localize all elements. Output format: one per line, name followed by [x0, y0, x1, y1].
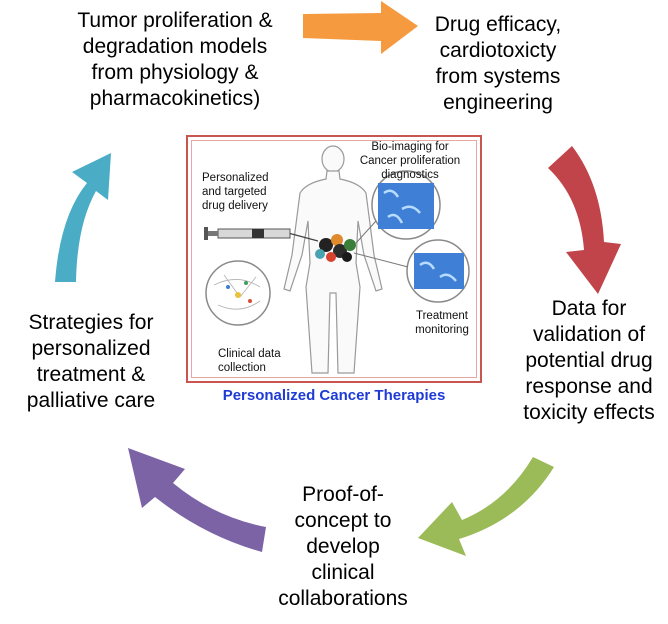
label-drug-delivery-line: and targeted: [202, 186, 267, 198]
node-strategies-line: personalized: [31, 337, 151, 360]
node-validation-data-line: response and: [525, 375, 653, 398]
node-tumor-models: Tumor proliferation & degradation models…: [50, 8, 300, 112]
node-proof-of-concept: Proof-of- concept to develop clinical co…: [268, 482, 418, 612]
label-treatment-monitoring-line: monitoring: [415, 324, 469, 336]
node-drug-efficacy-line: engineering: [443, 91, 553, 114]
body-illustration: [204, 145, 470, 374]
node-validation-data-line: toxicity effects: [523, 401, 655, 424]
node-drug-efficacy-line: from systems: [435, 65, 561, 88]
arrow-data-to-proof-of-concept: [418, 457, 554, 556]
label-clinical-data: Clinical data collection: [218, 347, 281, 375]
node-proof-of-concept-line: concept to: [294, 509, 392, 532]
node-drug-efficacy-line: cardiotoxicty: [439, 39, 557, 62]
arrow-proof-of-concept-to-strategies: [128, 448, 266, 552]
label-treatment-monitoring-line: Treatment: [416, 310, 468, 322]
node-proof-of-concept-line: Proof-of-: [302, 483, 384, 506]
monitoring-image-icon: [414, 253, 464, 289]
center-caption: Personalized Cancer Therapies: [222, 387, 446, 404]
node-proof-of-concept-line: clinical: [311, 561, 375, 584]
label-drug-delivery: Personalized and targeted drug delivery: [202, 171, 268, 213]
label-bio-imaging-line: diagnostics: [381, 169, 439, 181]
label-bio-imaging: Bio-imaging for Cancer proliferation dia…: [348, 140, 472, 182]
center-illustration-frame: Personalized and targeted drug delivery …: [186, 135, 482, 383]
arrow-strategies-to-tumor: [55, 153, 111, 282]
label-drug-delivery-line: drug delivery: [202, 200, 268, 212]
node-tumor-models-line: pharmacokinetics): [89, 87, 261, 110]
node-validation-data: Data for validation of potential drug re…: [512, 296, 666, 426]
label-drug-delivery-line: Personalized: [202, 172, 269, 184]
node-tumor-models-line: degradation models: [82, 35, 268, 58]
node-drug-efficacy: Drug efficacy, cardiotoxicty from system…: [408, 12, 588, 116]
node-tumor-models-line: from physiology &: [91, 61, 259, 84]
node-drug-efficacy-line: Drug efficacy,: [434, 13, 562, 36]
node-strategies-line: Strategies for: [28, 311, 154, 334]
label-clinical-data-line: collection: [218, 362, 266, 374]
node-validation-data-line: Data for: [551, 297, 627, 320]
arrow-drug-efficacy-to-data: [548, 146, 621, 294]
label-clinical-data-line: Clinical data: [218, 348, 281, 360]
node-strategies: Strategies for personalized treatment & …: [6, 310, 176, 414]
human-figure-icon: [283, 145, 383, 374]
label-bio-imaging-line: Cancer proliferation: [359, 155, 461, 167]
label-treatment-monitoring: Treatment monitoring: [410, 309, 474, 337]
node-validation-data-line: potential drug: [525, 349, 653, 372]
tumor-cluster-icon: [315, 234, 356, 262]
node-proof-of-concept-line: develop: [306, 535, 380, 558]
node-validation-data-line: validation of: [532, 323, 646, 346]
arrow-tumor-to-drug-efficacy: [303, 1, 418, 54]
node-strategies-line: treatment &: [36, 363, 146, 386]
node-strategies-line: palliative care: [26, 389, 156, 412]
syringe-icon: [204, 227, 319, 242]
node-tumor-models-line: Tumor proliferation &: [77, 9, 273, 32]
node-proof-of-concept-line: collaborations: [278, 587, 408, 610]
label-bio-imaging-line: Bio-imaging for: [371, 141, 449, 153]
